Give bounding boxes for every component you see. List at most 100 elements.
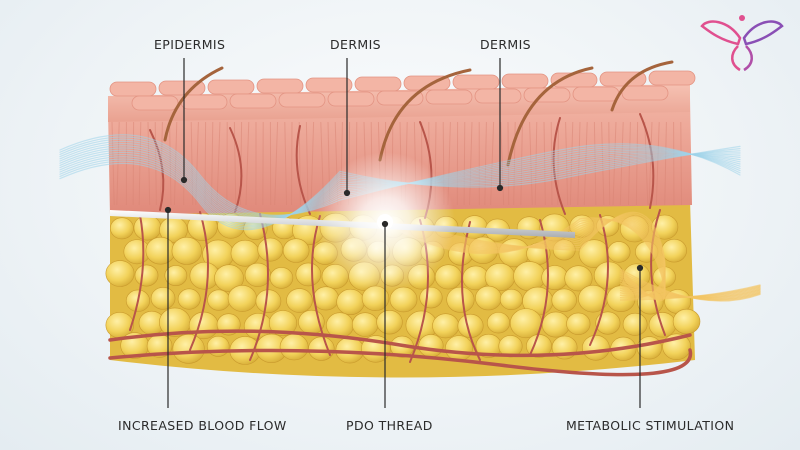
dermis-fiber	[154, 121, 157, 206]
epidermis-cell	[256, 78, 304, 94]
epidermis-cell	[648, 70, 696, 86]
fat-cell	[541, 265, 569, 291]
dermis-fiber	[601, 121, 605, 206]
fat-cell	[499, 288, 523, 311]
blood-vessel	[108, 348, 693, 377]
fat-cell	[672, 308, 701, 335]
fat-cell	[110, 217, 134, 240]
dermis-fiber	[583, 121, 588, 206]
fat-cell	[551, 288, 577, 312]
fat-cell	[282, 238, 310, 263]
blood-vessel	[229, 127, 243, 213]
fat-cell	[214, 264, 244, 292]
epidermis-cell	[327, 91, 375, 107]
fat-cell	[295, 262, 322, 287]
fat-cell	[475, 285, 502, 311]
dermis-fiber	[233, 121, 237, 206]
blood-vessel	[249, 213, 269, 361]
fat-cell	[164, 265, 188, 287]
epidermis-cell	[207, 79, 255, 95]
fat-cell	[607, 241, 631, 263]
dermis-fiber	[190, 121, 194, 206]
fat-cell	[446, 286, 475, 313]
blood-vessel	[589, 214, 609, 346]
fat-cell	[255, 289, 282, 314]
label-dermis-left: DERMIS	[330, 37, 382, 52]
blood-vessel	[552, 117, 566, 215]
dermis-fiber	[245, 121, 250, 206]
label-epidermis: EPIDERMIS	[154, 37, 226, 52]
fat-cell	[622, 312, 648, 336]
fat-cell	[661, 238, 687, 263]
blood-vessel	[129, 214, 145, 331]
fat-cell	[541, 311, 570, 338]
epidermis-cell	[376, 90, 424, 106]
epidermis-cell	[501, 73, 549, 89]
epidermis-cell	[621, 85, 669, 101]
label-dermis-right: DERMIS	[480, 37, 532, 52]
epidermis-cell	[572, 86, 620, 102]
fat-cell	[177, 288, 201, 310]
dermis-fiber	[490, 121, 495, 206]
gold-flow-strand	[399, 217, 761, 302]
fat-cell	[648, 312, 677, 338]
fat-cell	[434, 264, 463, 290]
fat-cell	[257, 237, 284, 262]
fat-cell	[207, 289, 231, 311]
hair-2	[378, 68, 472, 162]
fat-cell	[336, 288, 365, 316]
leader-lines	[164, 58, 644, 408]
dermis-fiber	[469, 121, 473, 206]
epidermis-cell	[425, 89, 473, 105]
epidermis-cell	[229, 93, 277, 109]
dermis-fiber	[298, 121, 301, 206]
dermis-fiber	[463, 121, 466, 206]
dermis-fiber	[612, 121, 617, 206]
fat-cell	[172, 334, 205, 364]
fat-cell	[445, 335, 473, 362]
fat-cell	[509, 308, 543, 339]
fat-cell	[105, 260, 135, 287]
fat-cell	[566, 312, 591, 335]
fat-cell	[206, 335, 230, 357]
dermis-fiber	[529, 121, 533, 206]
dermis-fiber	[655, 121, 660, 206]
fat-cell	[244, 262, 271, 287]
fat-cell	[308, 336, 335, 361]
gold-flow-stream	[399, 211, 761, 302]
fat-cell	[171, 236, 202, 265]
dermis-fiber	[305, 121, 309, 206]
epidermis-cell	[452, 74, 500, 90]
fat-cell	[150, 287, 176, 310]
fat-cell	[418, 334, 444, 358]
fat-cell	[133, 214, 162, 241]
fat-cell	[513, 261, 546, 292]
fat-cell	[145, 236, 176, 265]
dermis-fiber	[274, 121, 279, 206]
hair-4	[610, 60, 674, 112]
dermis-fiber	[664, 121, 667, 206]
dermis-fiber	[648, 121, 653, 206]
fat-cell	[564, 265, 593, 292]
fat-cell	[376, 310, 403, 335]
fat-cell	[636, 336, 662, 360]
hair-3	[506, 66, 594, 167]
epidermis-cell	[109, 81, 157, 97]
epidermis-cells	[109, 70, 696, 111]
dermis-fiber	[644, 121, 649, 206]
butterfly-logo-icon	[700, 15, 784, 72]
fat-cell	[595, 311, 621, 335]
fat-cell	[230, 239, 260, 267]
fat-cell	[351, 312, 379, 337]
blood-vessel	[108, 329, 692, 358]
fat-cell	[269, 267, 294, 289]
label-increased-blood-flow: INCREASED BLOOD FLOW	[118, 418, 287, 433]
dermis-fiber	[680, 121, 682, 206]
label-metabolic-stimulation: METABOLIC STIMULATION	[566, 418, 735, 433]
dermis-fiber	[173, 121, 178, 206]
epidermis-cell	[158, 80, 206, 96]
fat-cell	[326, 312, 354, 339]
fat-cell	[134, 264, 159, 287]
dermis-fiber	[447, 121, 451, 206]
